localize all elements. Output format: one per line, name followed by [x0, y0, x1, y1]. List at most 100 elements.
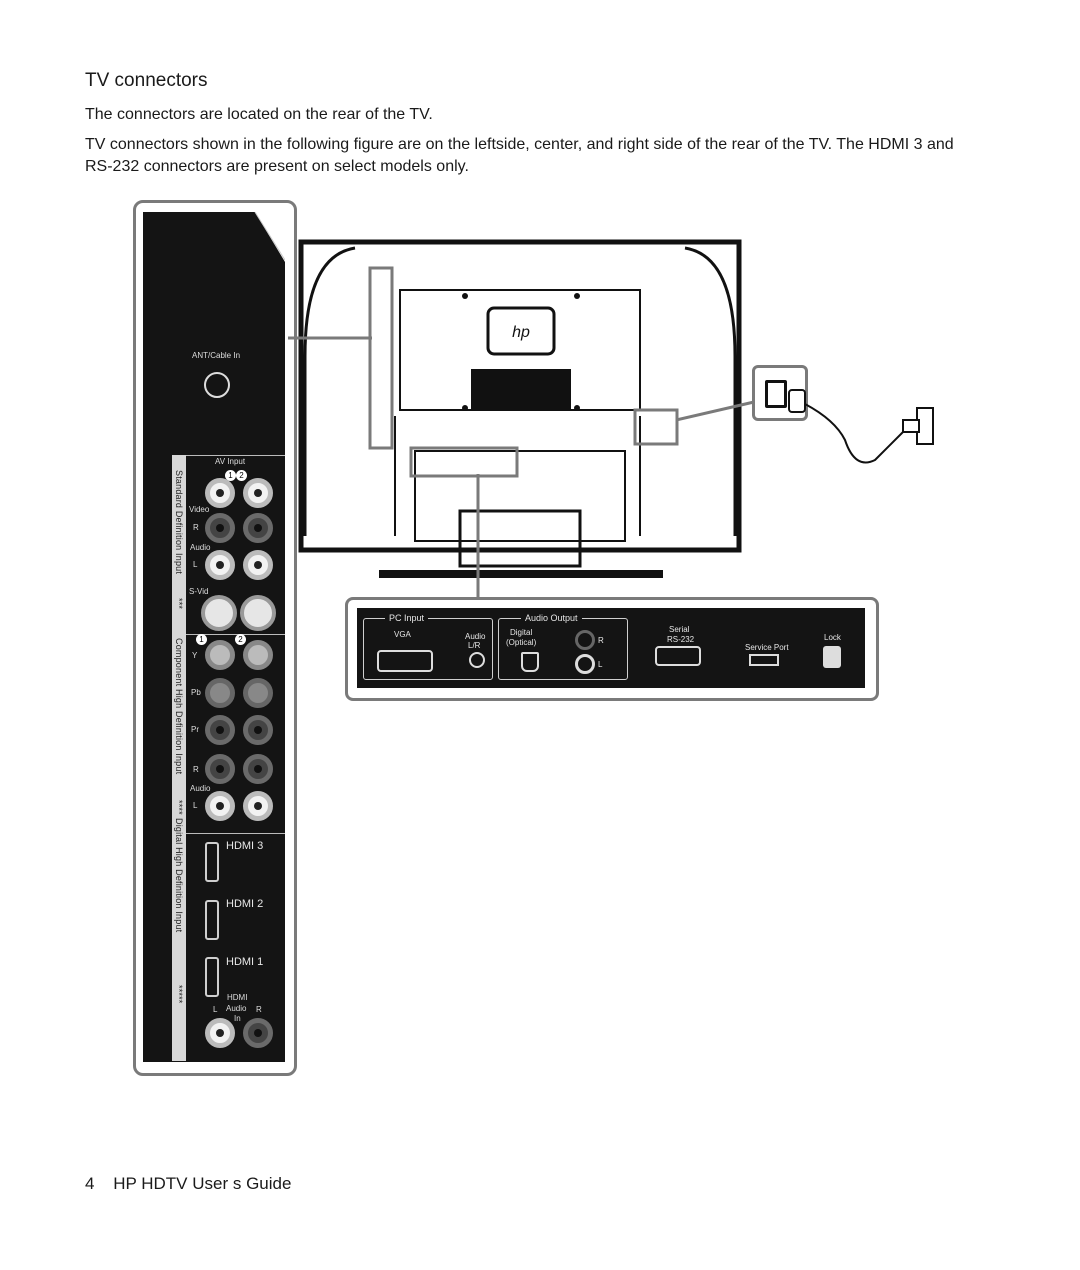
- pb-jack-1: [205, 678, 235, 708]
- y-jack-2: [243, 640, 273, 670]
- hdmi-audio-l-jack: [205, 1018, 235, 1048]
- ant-cable-label: ANT/Cable In: [192, 351, 241, 360]
- panel-bevel: [254, 212, 285, 262]
- service-port: [749, 654, 779, 666]
- video-label: Video: [189, 505, 210, 514]
- standard-definition-label: Standard Definition Input: [174, 470, 184, 575]
- audio-output-label: Audio Output: [521, 613, 582, 623]
- pr-jack-1: [205, 715, 235, 745]
- audio-r-jack-2: [243, 513, 273, 543]
- component-label: Component High Definition Input: [174, 638, 184, 775]
- audio-out-l-label: L: [598, 660, 603, 669]
- hdmi1-port: [205, 957, 219, 997]
- hdmi-audio-in-label: In: [234, 1014, 241, 1023]
- standard-stars: ***: [174, 598, 184, 610]
- hdmi-audio-hdmi-label: HDMI: [227, 993, 248, 1002]
- hp-logo: [486, 306, 556, 356]
- section-heading: TV connectors: [85, 70, 208, 91]
- footer-title: HP HDTV User s Guide: [113, 1174, 292, 1193]
- bottom-panel-callout-frame: [345, 597, 879, 701]
- side-connector-panel: ANT/Cable In: [143, 212, 285, 1062]
- comp-audio-r-jack-1: [205, 754, 235, 784]
- description-paragraph: TV connectors shown in the following fig…: [85, 136, 954, 175]
- digital-label: Digital: [510, 628, 533, 637]
- service-port-label: Service Port: [745, 643, 789, 652]
- pb-jack-2: [243, 678, 273, 708]
- page-footer: 4 HP HDTV User s Guide: [85, 1174, 291, 1194]
- vga-port: [377, 650, 433, 672]
- hdmi2-label: HDMI 2: [226, 898, 264, 910]
- video-jack-2: [243, 478, 273, 508]
- comp-audio-l-jack-2: [243, 791, 273, 821]
- svg-text:hp: hp: [512, 324, 530, 341]
- input-1-badge: 1: [225, 470, 236, 481]
- audio-lr-label-1: Audio: [465, 632, 486, 641]
- pb-label: Pb: [191, 688, 201, 697]
- ant-cable-port: [204, 372, 230, 398]
- comp-audio-label: Audio: [190, 784, 211, 793]
- intro-paragraph: The connectors are located on the rear o…: [85, 106, 433, 123]
- divider: [186, 455, 285, 456]
- hdmi-audio-label: Audio: [226, 1004, 247, 1013]
- component-1-badge: 1: [196, 634, 207, 645]
- serial-port: [655, 646, 701, 666]
- hdmi-audio-l-label: L: [213, 1005, 218, 1014]
- pc-input-label: PC Input: [385, 613, 429, 623]
- callout-line: [476, 474, 480, 598]
- audio-label: Audio: [190, 543, 211, 552]
- serial-label: Serial: [669, 625, 690, 634]
- vga-label: VGA: [394, 630, 411, 639]
- svideo-label: S-Vid: [189, 587, 209, 596]
- rs232-label: RS-232: [667, 635, 695, 644]
- power-connector-callout: [752, 365, 808, 421]
- callout-line: [288, 336, 372, 340]
- hdmi-audio-r-label: R: [256, 1005, 262, 1014]
- power-cord-illustration: [788, 389, 934, 464]
- comp-audio-l-label: L: [193, 801, 198, 810]
- lock-icon: [823, 646, 841, 668]
- svideo-jack-1: [201, 595, 237, 631]
- audio-l-jack-2: [243, 550, 273, 580]
- component-stars: ****: [174, 800, 184, 815]
- audio-out-r-label: R: [598, 636, 604, 645]
- side-label-strip: [172, 455, 186, 1061]
- comp-audio-r-label: R: [193, 765, 199, 774]
- lock-label: Lock: [824, 633, 841, 642]
- hdmi3-label: HDMI 3: [226, 840, 264, 852]
- audio-lr-jack: [469, 652, 485, 668]
- hdmi-audio-r-jack: [243, 1018, 273, 1048]
- audio-r-jack-1: [205, 513, 235, 543]
- y-jack-1: [205, 640, 235, 670]
- audio-lr-label-2: L/R: [468, 641, 481, 650]
- hdmi2-port: [205, 900, 219, 940]
- hdmi1-label: HDMI 1: [226, 956, 264, 968]
- pr-label: Pr: [191, 725, 199, 734]
- audio-r-label: R: [193, 523, 199, 532]
- pr-jack-2: [243, 715, 273, 745]
- divider: [186, 634, 285, 635]
- comp-audio-l-jack-1: [205, 791, 235, 821]
- av-input-label: AV Input: [215, 457, 246, 466]
- video-jack-1: [205, 478, 235, 508]
- audio-out-l-jack: [575, 654, 595, 674]
- side-panel-callout-frame: [133, 200, 297, 1076]
- optical-label: (Optical): [506, 638, 537, 647]
- digital-stars: *****: [174, 985, 184, 1004]
- center-connector-panel: PC Input VGA Audio L/R Audio Output Digi…: [357, 608, 865, 688]
- svideo-jack-2: [240, 595, 276, 631]
- digital-hd-label: Digital High Definition Input: [174, 818, 184, 933]
- hdmi3-port: [205, 842, 219, 882]
- callout-line: [676, 400, 755, 422]
- audio-l-jack-1: [205, 550, 235, 580]
- optical-port: [521, 652, 539, 672]
- component-2-badge: 2: [235, 634, 246, 645]
- input-2-badge: 2: [236, 470, 247, 481]
- power-socket-icon: [765, 380, 787, 408]
- audio-out-r-jack: [575, 630, 595, 650]
- page-number: 4: [85, 1174, 95, 1193]
- y-label: Y: [192, 651, 198, 660]
- tv-rear-illustration: hp: [298, 239, 742, 578]
- divider: [186, 833, 285, 834]
- audio-l-label: L: [193, 560, 198, 569]
- comp-audio-r-jack-2: [243, 754, 273, 784]
